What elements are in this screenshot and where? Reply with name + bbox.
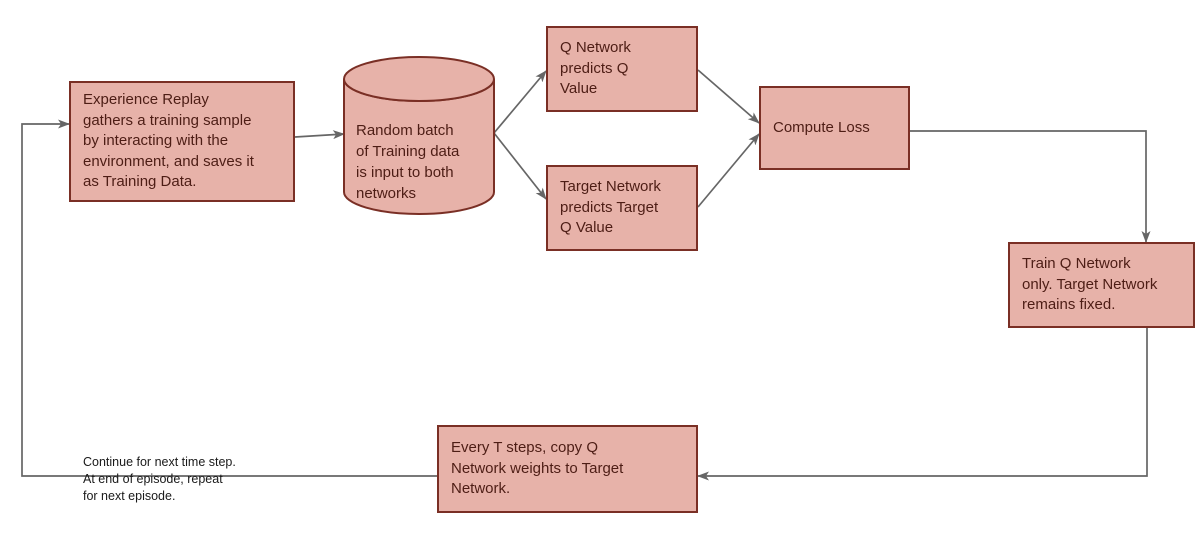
edge-data-to-qnetwork	[493, 70, 547, 134]
edge-loop-to-experience	[21, 119, 437, 477]
target-network-box: Target Network predicts Target Q Value	[546, 165, 698, 251]
edge-targetnetwork-to-loss	[697, 133, 760, 208]
edge-qnetwork-to-loss	[697, 69, 760, 124]
training-data-cylinder	[343, 56, 495, 215]
experience-replay-label: Experience Replay gathers a training sam…	[83, 91, 254, 191]
train-q-network-box: Train Q Network only. Target Network rem…	[1008, 242, 1195, 328]
compute-loss-label: Compute Loss	[773, 118, 870, 136]
compute-loss-box: Compute Loss	[759, 86, 910, 170]
edge-loss-to-train	[910, 130, 1151, 243]
q-network-box: Q Network predicts Q Value	[546, 26, 698, 112]
train-q-network-label: Train Q Network only. Target Network rem…	[1022, 255, 1158, 314]
edge-train-to-copy	[697, 328, 1148, 481]
experience-replay-box: Experience Replay gathers a training sam…	[69, 81, 295, 202]
q-network-label: Q Network predicts Q Value	[560, 39, 631, 98]
edge-data-to-targetnetwork	[493, 132, 547, 200]
target-network-label: Target Network predicts Target Q Value	[560, 178, 661, 237]
copy-weights-box: Every T steps, copy Q Network weights to…	[437, 425, 698, 513]
loop-note: Continue for next time step. At end of e…	[83, 455, 236, 503]
copy-weights-label: Every T steps, copy Q Network weights to…	[451, 439, 624, 498]
edge-experience-to-data	[294, 130, 345, 140]
training-data-label: Random batch of Training data is input t…	[356, 122, 460, 202]
